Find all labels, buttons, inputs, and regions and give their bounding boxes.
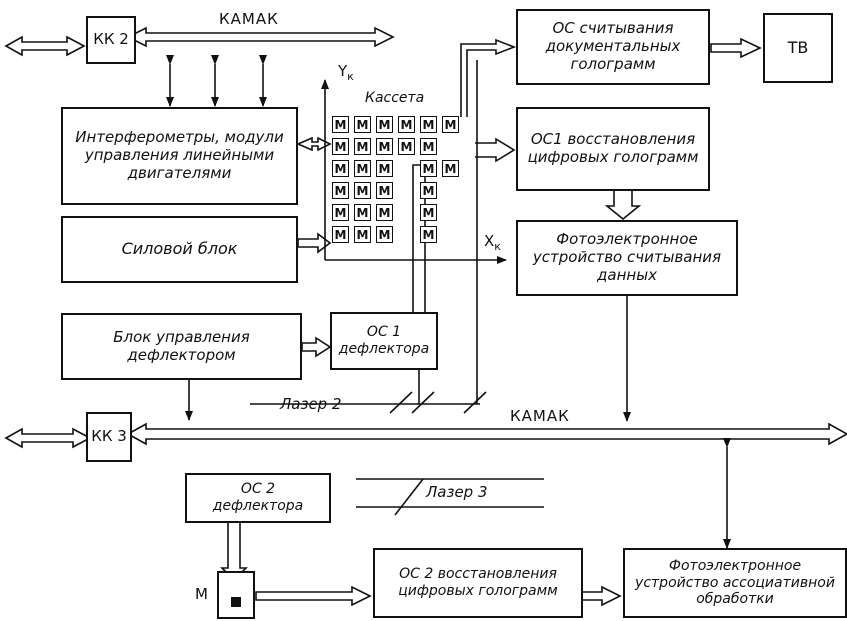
cassette-cell [442, 204, 459, 221]
cassette-cell [398, 204, 415, 221]
os1-restore-box: ОС1 восстановления цифровых голограмм [516, 107, 710, 191]
cassette-cell: М [420, 226, 437, 243]
cassette-cell: М [354, 116, 371, 133]
tv-box: ТВ [763, 13, 833, 83]
kk2-box: КК 2 [86, 16, 136, 64]
kk3-left-arrow [4, 427, 92, 449]
os2-deflector-box: ОС 2 дефлектора [185, 473, 331, 523]
cassette-cell: М [376, 182, 393, 199]
cassette-cell: М [420, 182, 437, 199]
os2-restore-box: ОС 2 восстановления цифровых голограмм [373, 548, 583, 618]
m-detector-mark [231, 597, 241, 607]
os1-deflector-box: ОС 1 дефлектора [330, 312, 438, 370]
cassette-cell: М [332, 182, 349, 199]
cassette-cell: М [376, 116, 393, 133]
cassette-cell: М [376, 226, 393, 243]
cassette-cell: М [332, 116, 349, 133]
cassette-cell: М [442, 160, 459, 177]
m-box [217, 571, 255, 619]
photo-assoc-box: Фотоэлектронное устройство ассоциативной… [623, 548, 847, 618]
cassette-cell [442, 138, 459, 155]
cassette-cell: М [332, 204, 349, 221]
bottom-bus-label: КАМАК [510, 407, 570, 425]
power-block-box: Силовой блок [61, 216, 298, 283]
cassette-cell: М [376, 204, 393, 221]
laser2-label: Лазер 2 [280, 395, 342, 413]
kk2-left-arrow [4, 35, 86, 57]
top-bus-arrow [126, 26, 395, 48]
cassette-cell: М [420, 138, 437, 155]
photo-reader-box: Фотоэлектронное устройство считывания да… [516, 220, 738, 296]
cassette-cell [398, 226, 415, 243]
cassette-cell [442, 226, 459, 243]
cassette-cell: М [354, 160, 371, 177]
cassette-cell: М [420, 204, 437, 221]
laser3-label: Лазер 3 [426, 483, 488, 501]
cassette-cell: М [376, 138, 393, 155]
x-axis-label: Xк [484, 232, 501, 253]
cassette-cell: М [354, 204, 371, 221]
cassette-cell: М [332, 138, 349, 155]
cassette-cell: М [354, 182, 371, 199]
cassette-title: Кассета [365, 90, 425, 106]
cassette-cell: М [420, 160, 437, 177]
m-label: М [195, 585, 208, 603]
bottom-bus-arrow [126, 422, 847, 446]
cassette-cell: М [398, 138, 415, 155]
kk3-box: КК 3 [86, 412, 132, 462]
cassette-cell: М [442, 116, 459, 133]
cassette-cell: М [354, 138, 371, 155]
cassette-cell: М [376, 160, 393, 177]
cassette-cell [442, 182, 459, 199]
top-bus-label: КАМАК [219, 10, 279, 28]
y-axis-label: Yк [338, 62, 354, 83]
cassette-cell [398, 160, 415, 177]
doc-readout-os-box: ОС считывания документальных голограмм [516, 9, 710, 85]
interferometers-box: Интерферометры, модули управления линейн… [61, 107, 298, 205]
cassette-cell: М [398, 116, 415, 133]
cassette-cell: М [332, 226, 349, 243]
deflector-control-box: Блок управления дефлектором [61, 313, 302, 380]
cassette-cell [398, 182, 415, 199]
cassette-cell: М [332, 160, 349, 177]
cassette-cell: М [420, 116, 437, 133]
cassette-cell: М [354, 226, 371, 243]
